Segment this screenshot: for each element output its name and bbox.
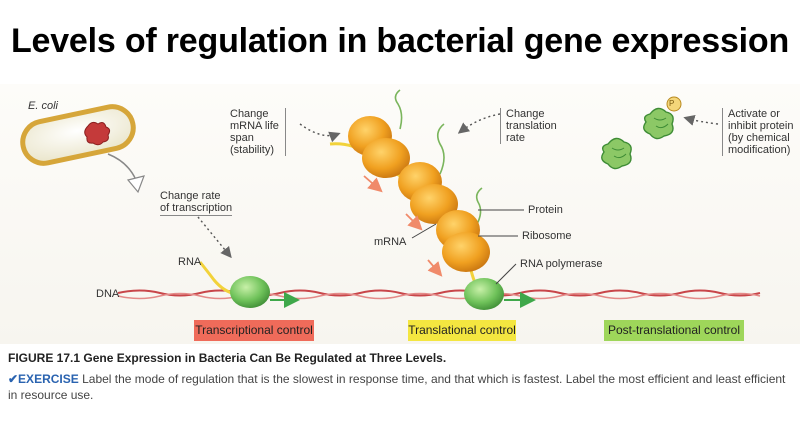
ribosome-3 [436,210,490,272]
figure-number: FIGURE 17.1 [8,351,81,365]
exercise-text-block: ✔EXERCISE Label the mode of regulation t… [8,371,788,403]
change-rate-transcription-label-line1: Change rate [160,190,221,202]
ribosome-1 [348,116,410,178]
mrna-label: mRNA [374,236,407,248]
phosphate-label: P [669,99,675,108]
exercise-text: Label the mode of regulation that is the… [8,372,786,402]
transcription-rate-arrow [197,216,232,259]
translation-rate-label: Change translation rate [500,108,557,144]
protein-strand-1 [394,89,403,130]
translational-control-box: Translational control [408,320,516,341]
ecoli-label: E. coli [28,100,58,112]
activate-inhibit-label: Activate or inhibit protein (by chemical… [722,108,793,156]
dna-strand [117,289,761,300]
protein-strand-2 [436,123,445,175]
rna-strand [198,261,237,296]
post-translational-arrow [683,114,719,126]
cell-arrow-head [126,175,145,194]
ribosome-move-arrow-3 [427,259,443,277]
polymerase-leader [495,263,517,285]
page-title: Levels of regulation in bacterial gene e… [10,22,790,60]
protein-label: Protein [528,204,563,216]
ribosome-label: Ribosome [522,230,572,242]
mrna-life-arrow [299,123,341,143]
folded-protein-1 [643,107,674,140]
exercise-label: ✔EXERCISE [8,372,79,386]
gene-expression-diagram [20,89,761,310]
ecoli-cell [20,104,136,166]
post-translational-control-box: Post-translational control [604,320,744,341]
transcriptional-control-box: Transcriptional control [194,320,314,341]
ribosome-move-arrow-2 [405,213,423,231]
phosphate-group [666,96,682,112]
ribosome-move-arrow-1 [363,175,383,193]
dna-label: DNA [96,288,120,300]
figure-caption: FIGURE 17.1 Gene Expression in Bacteria … [8,351,446,365]
rna-label: RNA [178,256,202,268]
rna-polymerase-2 [464,278,504,310]
figure-title: Gene Expression in Bacteria Can Be Regul… [83,351,447,365]
rna-polymerase-label: RNA polymerase [520,258,603,270]
translation-rate-arrow [457,113,501,134]
folded-protein-2 [601,137,632,170]
protein-strand-3 [475,187,483,227]
change-rate-transcription-label-line2: of transcription [160,202,233,216]
rna-polymerase-1 [230,276,270,308]
mrna-leader [411,223,437,239]
cell-arrow [107,153,137,181]
mrna-life-label: Change mRNA life span (stability) [230,108,286,156]
